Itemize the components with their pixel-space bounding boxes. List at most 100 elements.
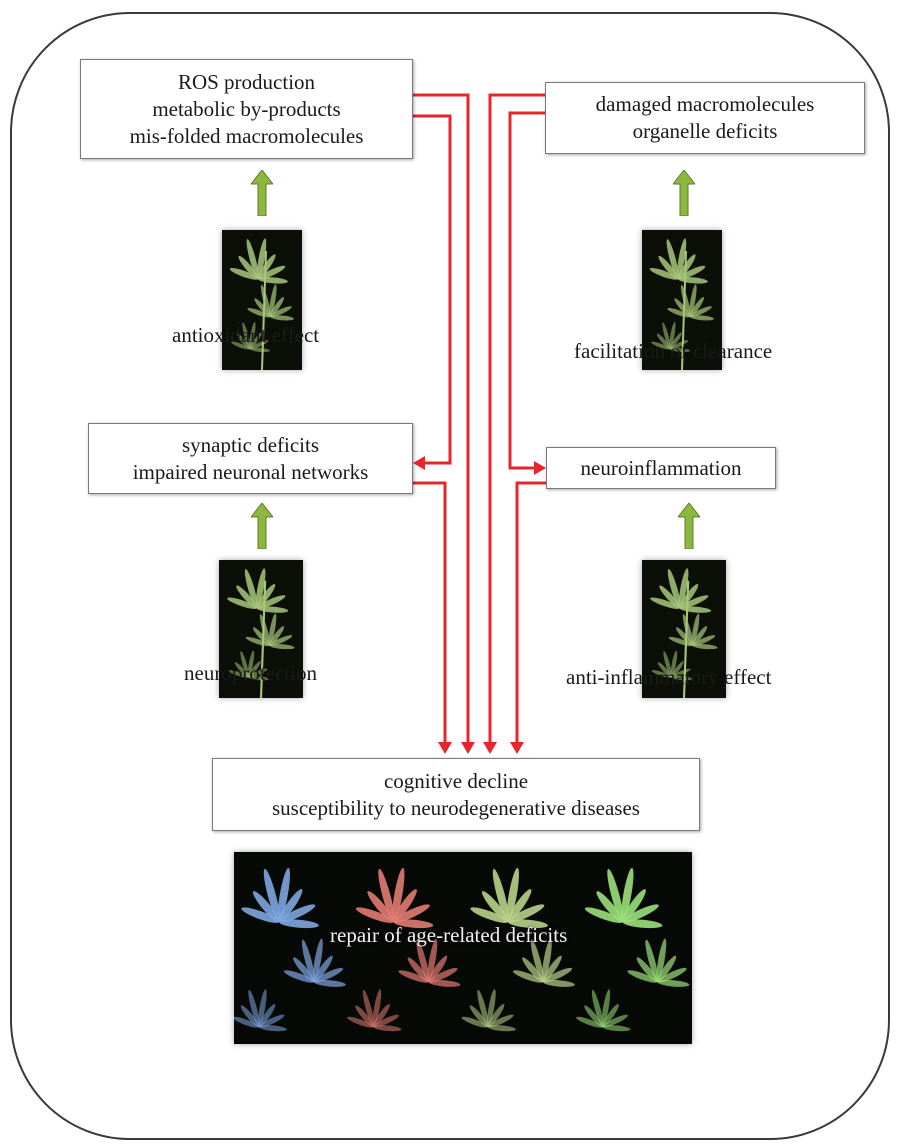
leaf-blade	[645, 939, 659, 983]
leaf-blade	[238, 255, 259, 280]
leaf-blade	[591, 989, 604, 1028]
leaf-blade	[671, 661, 684, 678]
leaf-blade	[677, 254, 696, 280]
leaf-blade	[227, 597, 257, 610]
leaf-blade	[428, 955, 448, 983]
leaf-blade	[245, 636, 270, 647]
leaf-blade	[636, 957, 658, 983]
plant-photo-clearance	[642, 230, 722, 370]
leaf-blade	[240, 651, 249, 678]
leaf-blade	[269, 306, 292, 318]
leaf-blade	[258, 1003, 276, 1028]
leaf-blade	[522, 957, 544, 983]
antioxidant-effect-label: antioxidant effect	[172, 323, 320, 347]
ros-line-1: ROS production	[177, 69, 316, 94]
leaf-blade	[234, 662, 249, 678]
leaf-blade	[269, 626, 285, 646]
leaf-blade	[622, 904, 659, 923]
leaf-blade	[542, 979, 575, 987]
leaf-blade	[584, 1005, 603, 1028]
leaf-blade	[373, 1025, 402, 1032]
leaf-blade	[657, 979, 690, 987]
leaf-blade	[236, 333, 251, 350]
synaptic-line-1: synaptic deficits	[181, 432, 320, 457]
leaf-blade	[256, 606, 289, 613]
damaged-line-1: damaged macromolecules	[595, 92, 815, 116]
leaf-blade	[244, 569, 258, 609]
leaf-blade	[487, 989, 496, 1028]
leaf-blade	[249, 340, 269, 350]
leaf-blade	[256, 583, 276, 609]
leaf-blade	[255, 568, 266, 609]
green-up-arrow-icon	[673, 170, 695, 216]
leaf-blade	[670, 650, 678, 678]
damaged-macromolecules-box: damaged macromolecules organelle deficit…	[545, 82, 865, 154]
leaf-blade	[312, 938, 323, 983]
leaf-blade	[669, 340, 689, 350]
leaf-blade	[676, 238, 687, 280]
leaf-blade	[393, 904, 430, 923]
leaf-blade	[301, 939, 315, 983]
leaf-blade	[249, 332, 262, 350]
leaf-blade	[622, 889, 646, 923]
leaf-blade	[584, 907, 623, 923]
leaf-blade	[278, 919, 319, 929]
cannabis-plant-icon	[649, 238, 714, 370]
cannabis-plant-icon	[650, 568, 718, 698]
rounded-frame	[10, 12, 890, 1140]
leaf-blade	[507, 919, 548, 929]
leaf-blade	[313, 967, 344, 983]
leaf-blade	[378, 868, 395, 923]
leaf-blade	[669, 332, 682, 350]
leaf-blade	[248, 989, 260, 1028]
leaf-blade	[249, 321, 256, 350]
neuroprotection-label: neuroprotection	[184, 661, 317, 685]
leaf-blade	[268, 613, 277, 646]
leaf-blade	[393, 919, 434, 929]
tinted-plant-segment	[347, 867, 461, 1032]
leaf-blade	[666, 239, 679, 280]
leaf-blade	[481, 891, 509, 923]
leaf-blade	[258, 1025, 287, 1032]
leaf-blade	[657, 662, 672, 678]
leaf-blade	[428, 979, 461, 987]
tinted-plant-segment	[576, 867, 690, 1032]
leaf-blade	[240, 1005, 260, 1028]
damaged-line-2: organelle deficits	[632, 119, 778, 143]
leaf-blade	[252, 627, 270, 646]
leaf-blade	[487, 1025, 516, 1032]
leaf-blade	[269, 644, 295, 650]
leaf-blade	[487, 1003, 505, 1028]
leaf-blade	[269, 315, 294, 321]
leaf-blade	[692, 626, 708, 646]
leaf-blade	[392, 867, 405, 923]
leaf-blade	[293, 957, 315, 983]
leaf-blade	[246, 239, 259, 280]
leaf-blade	[602, 1014, 628, 1028]
leaf-blade	[675, 627, 693, 646]
ros-line-3: mis-folded macromolecules	[129, 123, 364, 148]
leaf-blade	[248, 668, 268, 678]
leaf-blade	[542, 955, 562, 983]
leaf-blade	[689, 284, 697, 317]
leaf-blade	[269, 297, 285, 317]
leaf-blade	[657, 967, 687, 983]
leaf-blade	[313, 979, 346, 987]
leaf-blade	[622, 919, 663, 929]
leaf-blade	[530, 939, 544, 983]
leaf-blade	[269, 284, 277, 317]
leaf-blade	[355, 1005, 374, 1028]
leaf-blade	[668, 636, 693, 647]
leaf-blade	[461, 1016, 489, 1028]
leaf-blade	[658, 255, 679, 280]
leaf-blade	[242, 322, 251, 350]
neuroinflammation-line-1: neuroinflammation	[580, 455, 742, 480]
anti-inflammatory-effect-label: anti-inflammatory effect	[566, 665, 772, 689]
leaf-blade	[231, 341, 251, 350]
synaptic-deficits-box: synaptic deficits impaired neuronal netw…	[88, 423, 413, 494]
leaf-blade	[627, 970, 658, 983]
tinted-plant-segment	[461, 867, 575, 1032]
leaf-blade	[679, 583, 699, 609]
leaf-blade	[671, 676, 693, 681]
plant-photo-anti-inflammatory	[642, 560, 726, 698]
